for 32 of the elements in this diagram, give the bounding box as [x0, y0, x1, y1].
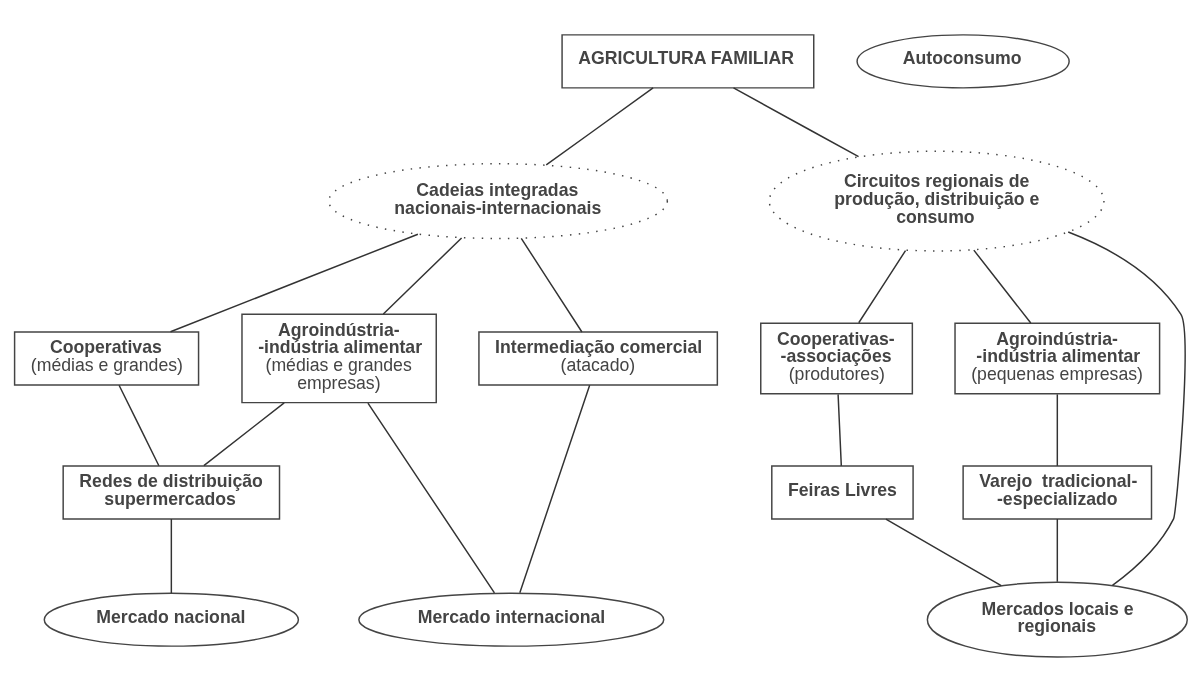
connector: [1056, 393, 1059, 467]
connector: [170, 517, 173, 594]
connector: [382, 236, 463, 315]
node-box: Varejo tradicional- -especializado: [962, 464, 1153, 520]
node-ellipse: Autoconsumo: [856, 33, 1070, 89]
node-ellipse: Circuitos regionais de produção, distribuição e consumo: [768, 150, 1105, 252]
node-ellipse: Mercados locais e regionais: [926, 581, 1188, 658]
node-box: Feiras Livres: [771, 464, 914, 520]
connector: [732, 86, 860, 157]
node-ellipse: Mercado nacional: [43, 591, 300, 647]
node-box: Agroindústria- -indústria alimentar (pequenas empresas): [954, 321, 1161, 395]
connector: [203, 401, 285, 466]
node-box: Intermediação comercial (atacado): [478, 330, 719, 386]
connector: [885, 517, 1002, 586]
node-box: Redes de distribuição supermercados: [62, 464, 281, 520]
connector: [545, 86, 654, 166]
node-box: Agroindústria- -indústria alimentar (médias e grandes empresas): [241, 313, 437, 403]
connector: [520, 237, 583, 333]
connector: [1056, 517, 1059, 582]
connector: [858, 249, 907, 323]
node-ellipse: Mercado internacional: [358, 591, 665, 647]
connector: [1067, 230, 1186, 586]
connector: [973, 248, 1032, 324]
node-ellipse: Cadeias integradas nacionais-internacionais: [328, 162, 669, 239]
connector: [519, 383, 591, 594]
node-box: Cooperativas- -associações (produtores): [760, 321, 914, 395]
connector: [118, 383, 160, 466]
node-box: AGRICULTURA FAMILIAR: [561, 33, 815, 89]
connector: [837, 393, 843, 467]
node-box: Cooperativas (médias e grandes): [13, 330, 200, 386]
connector: [169, 232, 419, 333]
connector: [367, 401, 496, 594]
